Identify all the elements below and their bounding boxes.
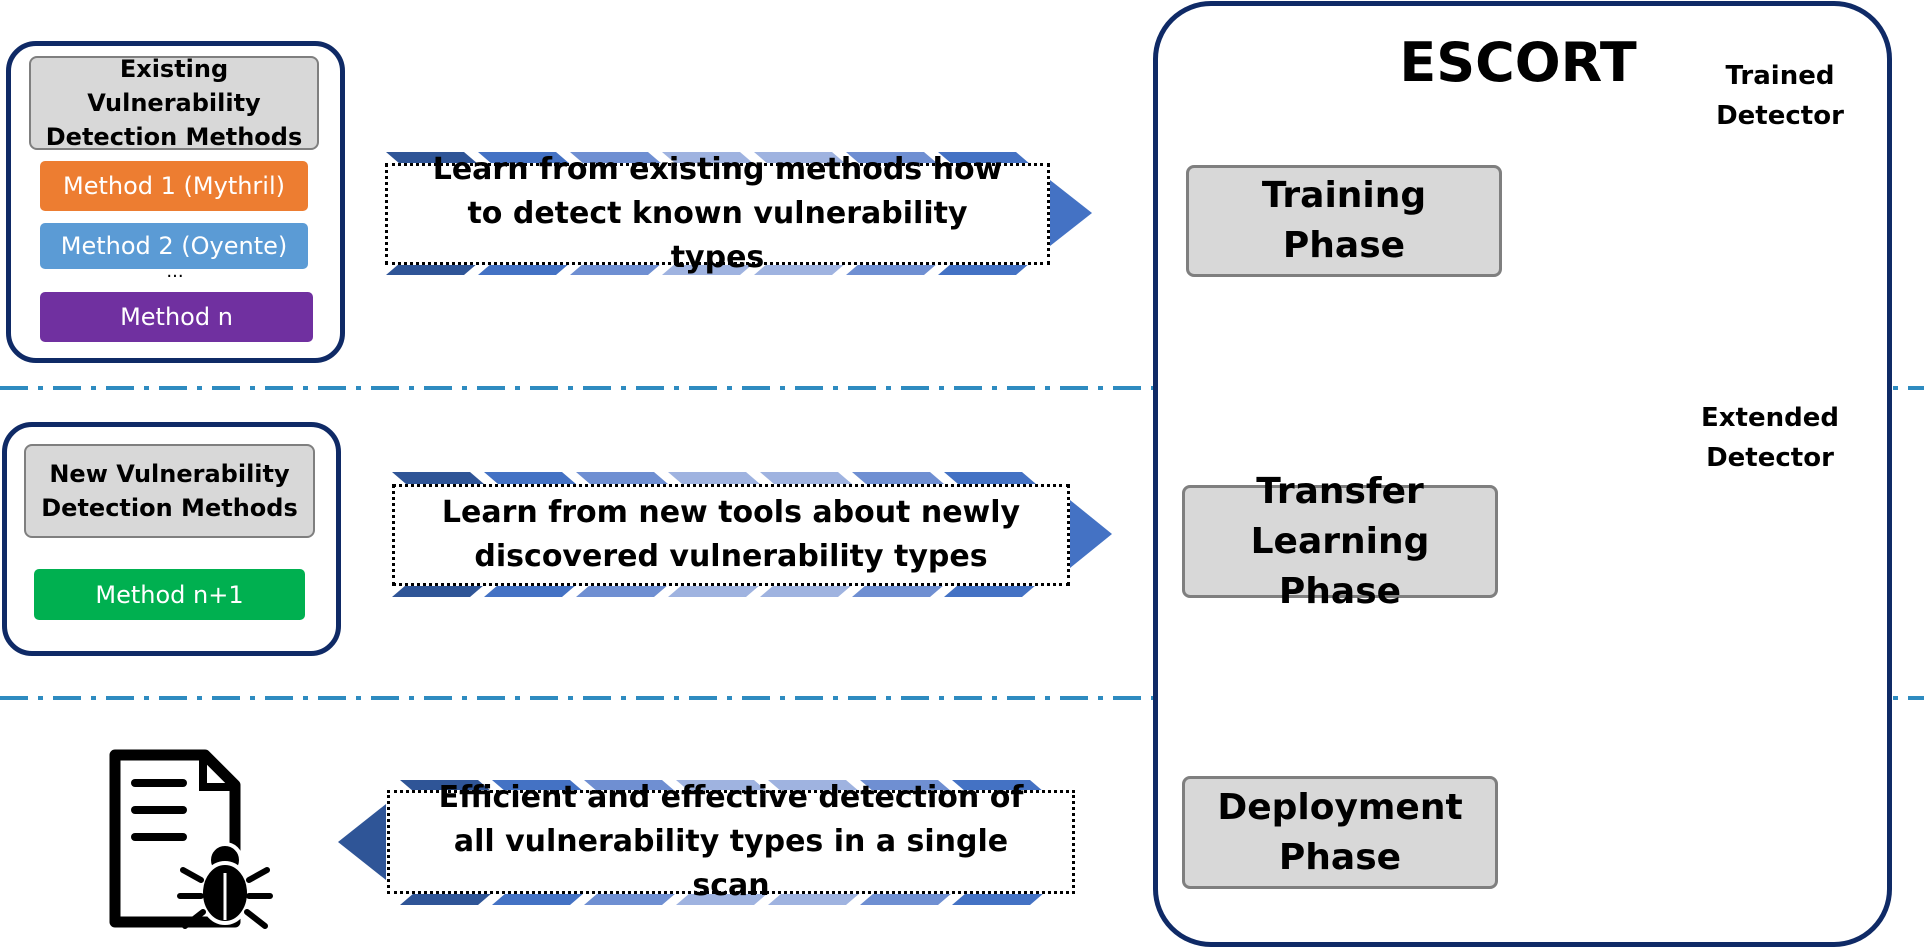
extended-detector-label: Extended Detector xyxy=(1701,403,1839,473)
method-n: Method n xyxy=(40,292,313,342)
chevron-segment xyxy=(570,152,662,164)
escort-title: ESCORT xyxy=(1399,31,1637,94)
chevron-segment xyxy=(768,780,860,792)
banner-efficient-detection: Efficient and effective detection of all… xyxy=(387,780,1075,903)
chevron-segment xyxy=(492,893,584,905)
chevron-segment xyxy=(400,893,492,905)
chevron-segment xyxy=(860,893,952,905)
chevron-segment xyxy=(478,152,570,164)
chevron-segment xyxy=(860,780,952,792)
chevron-segment xyxy=(768,893,860,905)
new-methods-title: New Vulnerability Detection Methods xyxy=(24,444,315,538)
chevron-segment xyxy=(576,472,668,484)
chevron-segment xyxy=(576,585,668,597)
chevron-segment xyxy=(392,585,484,597)
chevron-segment xyxy=(944,585,1036,597)
chevron-segment xyxy=(754,263,846,275)
chevron-segment xyxy=(852,472,944,484)
chevron-segment xyxy=(668,472,760,484)
method-ellipsis: ... xyxy=(166,261,184,282)
chevron-bands xyxy=(386,152,1044,905)
chevron-segment xyxy=(952,893,1044,905)
chevron-segment xyxy=(754,152,846,164)
training-phase-box: Training Phase xyxy=(1186,165,1502,277)
chevron-segment xyxy=(386,263,478,275)
chevron-segment xyxy=(386,152,478,164)
method-2-oyente: Method 2 (Oyente) xyxy=(40,223,308,269)
chevron-segment xyxy=(952,780,1044,792)
chevron-segment xyxy=(584,780,676,792)
chevron-segment xyxy=(944,472,1036,484)
chevron-segment xyxy=(760,472,852,484)
chevron-segment xyxy=(938,152,1030,164)
chevron-segment xyxy=(484,585,576,597)
chevron-segment xyxy=(938,263,1030,275)
existing-methods-title: Existing Vulnerability Detection Methods xyxy=(29,55,319,151)
banner-arrowhead-3 xyxy=(338,804,386,880)
method-n-plus-1: Method n+1 xyxy=(34,569,305,620)
chevron-segment xyxy=(478,263,570,275)
transfer-learning-phase-box: Transfer Learning Phase xyxy=(1182,471,1498,612)
chevron-segment xyxy=(492,780,584,792)
chevron-segment xyxy=(676,893,768,905)
chevron-segment xyxy=(584,893,676,905)
banner-arrowhead-1 xyxy=(1050,180,1092,246)
chevron-segment xyxy=(484,472,576,484)
banner-learn-existing: Learn from existing methods how to detec… xyxy=(385,152,1050,275)
chevron-segment xyxy=(662,263,754,275)
banner-learn-new: Learn from new tools about newly discove… xyxy=(392,484,1070,586)
report-bug-icon xyxy=(109,749,273,929)
chevron-segment xyxy=(852,585,944,597)
chevron-segment xyxy=(760,585,852,597)
chevron-segment xyxy=(846,152,938,164)
method-1-mythril: Method 1 (Mythril) xyxy=(40,161,308,211)
chevron-segment xyxy=(846,263,938,275)
deployment-phase-box: Deployment Phase xyxy=(1182,776,1498,889)
trained-detector-label: Trained Detector xyxy=(1716,61,1844,131)
banner-arrowhead-2 xyxy=(1070,500,1112,568)
chevron-segment xyxy=(668,585,760,597)
chevron-segment xyxy=(570,263,662,275)
chevron-segment xyxy=(662,152,754,164)
chevron-segment xyxy=(676,780,768,792)
chevron-segment xyxy=(392,472,484,484)
chevron-segment xyxy=(400,780,492,792)
